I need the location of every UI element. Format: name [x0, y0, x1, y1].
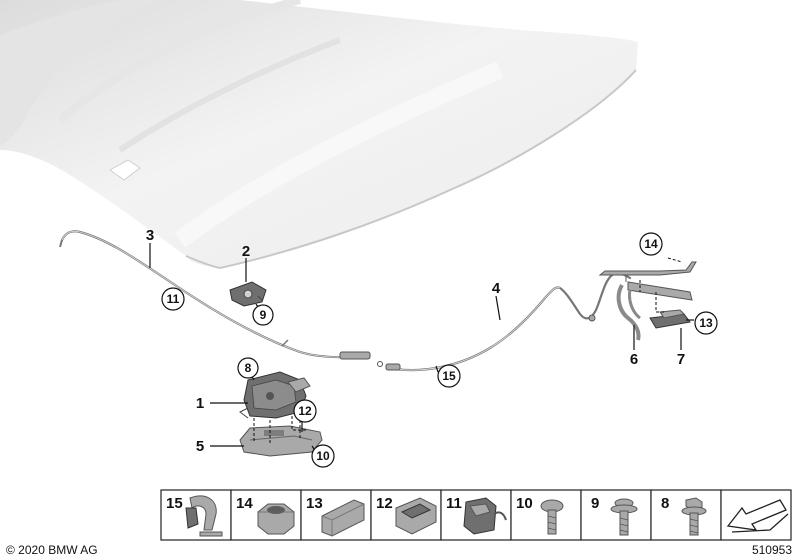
bowden-cable-front [59, 230, 371, 360]
carrier-bracket [239, 425, 323, 457]
callout-5: 5 [196, 438, 204, 455]
callout-7: 7 [677, 351, 685, 368]
strip-cell-9[interactable] [580, 489, 652, 541]
callout-9: 9 [260, 308, 267, 322]
strip-label-11: 11 [446, 495, 462, 512]
strip-cell-10[interactable] [510, 489, 582, 541]
callout-12: 12 [298, 404, 312, 418]
cable-clip-icon [185, 495, 223, 537]
callout-8: 8 [245, 361, 252, 375]
cable-holder-icon [463, 497, 507, 535]
clamp-icon [395, 497, 437, 535]
callout-13: 13 [699, 316, 713, 330]
screw-icon-8 [681, 497, 707, 536]
bracket-holder [598, 261, 697, 341]
engine-hood [0, 0, 638, 269]
strip-label-15: 15 [166, 495, 183, 512]
bonnet-lock [239, 371, 311, 419]
strip-cell-8[interactable] [650, 489, 722, 541]
callout-circle-11: 11 [161, 287, 185, 311]
callout-circle-13: 13 [694, 311, 718, 335]
bonnet-lock-upper [229, 281, 267, 307]
strip-label-9: 9 [591, 495, 599, 512]
callout-1: 1 [196, 395, 204, 412]
callout-2: 2 [242, 243, 250, 260]
strip-label-10: 10 [516, 495, 533, 512]
strip-label-8: 8 [661, 495, 669, 512]
callout-14: 14 [644, 237, 658, 251]
release-lever [649, 309, 691, 329]
callout-circle-12: 12 [293, 399, 317, 423]
parts-strip: 15 14 13 12 11 10 9 8 [160, 489, 792, 541]
callout-10: 10 [316, 449, 330, 463]
callout-circle-9: 9 [252, 304, 274, 326]
callout-circle-8: 8 [237, 357, 259, 379]
screw-icon-9 [610, 498, 638, 536]
callout-4: 4 [492, 280, 501, 297]
callout-circle-14: 14 [639, 232, 663, 256]
strip-label-14: 14 [236, 495, 253, 512]
callout-11: 11 [167, 292, 180, 306]
callout-6: 6 [630, 351, 638, 368]
screw-icon-10 [540, 499, 564, 535]
diagram-number: 510953 [752, 543, 792, 557]
cover-cap-icon [321, 499, 365, 537]
callout-circle-15: 15 [437, 364, 461, 388]
strip-label-13: 13 [306, 495, 323, 512]
copyright-text: © 2020 BMW AG [6, 543, 98, 557]
strip-label-12: 12 [376, 495, 393, 512]
callout-15: 15 [442, 369, 456, 383]
callout-circle-10: 10 [311, 444, 335, 468]
hex-nut-icon [257, 503, 295, 535]
callout-3: 3 [146, 227, 154, 244]
bowden-cable-rear [377, 272, 632, 372]
direction-arrow-icon [726, 499, 789, 533]
